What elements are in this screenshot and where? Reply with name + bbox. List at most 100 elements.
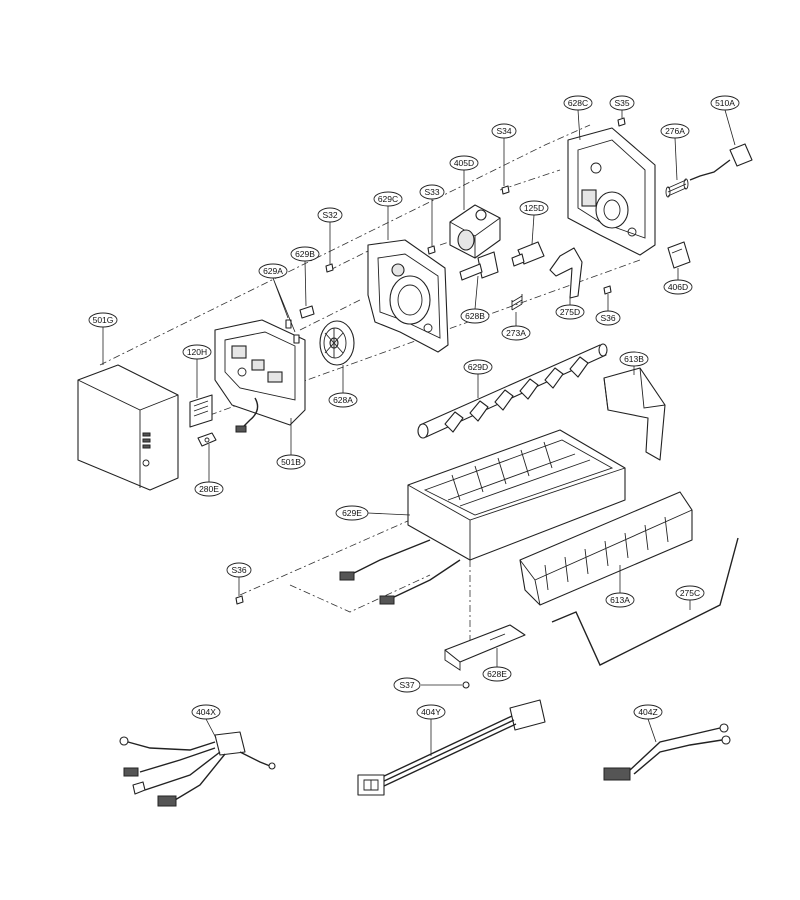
callout-275C: 275C [675,585,705,601]
comb-613A [519,491,693,606]
callouts: 628C S35 510A 276A S34 405D S33 629C 125… [88,95,740,720]
svg-text:628C: 628C [568,98,588,108]
callout-629A: 629A [258,263,288,279]
callout-613B: 613B [619,351,649,367]
svg-text:125D: 125D [524,203,544,213]
svg-text:405D: 405D [454,158,474,168]
callout-501G: 501G [88,312,118,328]
callout-510A: 510A [710,95,740,111]
callout-120H: 120H [182,344,212,360]
callout-405D: 405D [449,155,479,171]
svg-text:613A: 613A [610,595,630,605]
callout-275D: 275D [555,304,585,320]
pins-629A [285,319,300,344]
svg-text:629C: 629C [378,194,398,204]
callout-125D: 125D [519,200,549,216]
svg-text:S32: S32 [322,210,337,220]
callout-613A: 613A [605,592,635,608]
svg-text:273A: 273A [506,328,526,338]
bracket-613B [603,367,666,461]
svg-text:404Z: 404Z [638,707,657,717]
svg-text:275D: 275D [560,307,580,317]
callout-S36-lower: S36 [226,562,252,578]
clip-280E [197,432,217,447]
callout-628A: 628A [328,392,358,408]
callout-629B: 629B [290,246,320,262]
callout-628E: 628E [482,666,512,682]
harness-404X [119,731,276,807]
ice-tray-629E [339,429,626,605]
leader-lines [102,109,736,756]
gear-housing-629C [367,239,449,353]
harness-404Y [357,699,546,796]
callout-628B: 628B [460,308,490,324]
bracket-628E [444,624,526,671]
svg-text:510A: 510A [715,98,735,108]
callout-S37: S37 [393,677,421,693]
control-board-501B [214,319,306,433]
svg-text:501G: 501G [93,315,114,325]
svg-text:S33: S33 [424,187,439,197]
callout-628C: 628C [563,95,593,111]
bushing-629B [299,305,315,319]
gear-628A [319,320,355,366]
svg-text:275C: 275C [680,588,700,598]
callout-629C: 629C [373,191,403,207]
callout-404Z: 404Z [633,704,663,720]
callout-S32: S32 [317,207,343,223]
wire-arm-275C [551,537,739,666]
cover-501G [77,364,179,491]
callout-404X: 404X [191,704,221,720]
svg-text:404X: 404X [196,707,216,717]
svg-text:629D: 629D [468,362,488,372]
svg-text:629E: 629E [342,508,362,518]
svg-text:276A: 276A [665,126,685,136]
box-406D [667,241,691,269]
callout-273A: 273A [501,325,531,341]
svg-text:501B: 501B [281,457,301,467]
svg-text:S34: S34 [496,126,511,136]
screw-S34 [501,185,510,195]
ejector-629D [417,343,608,439]
callout-276A: 276A [660,123,690,139]
harness-404Z [603,723,731,781]
screw-S36-upper [603,285,612,295]
callout-404Y: 404Y [416,704,446,720]
svg-text:404Y: 404Y [421,707,441,717]
svg-text:629B: 629B [295,249,315,259]
callout-S34: S34 [491,123,517,139]
connector-120H [189,394,213,428]
callout-S35: S35 [609,95,635,111]
svg-text:120H: 120H [187,347,207,357]
screw-S33 [427,245,436,255]
screw-S32 [325,263,334,273]
svg-text:628B: 628B [465,311,485,321]
svg-text:613B: 613B [624,354,644,364]
svg-text:S36: S36 [231,565,246,575]
svg-text:280E: 280E [199,484,219,494]
callout-629E: 629E [335,505,369,521]
svg-text:629A: 629A [263,266,283,276]
screw-S35 [617,117,626,127]
screw-S36-lower [235,595,244,605]
motor-405D [449,204,501,259]
screw-S37 [462,681,470,689]
callout-S33: S33 [419,184,445,200]
housing-628C [567,127,656,256]
switch-125D [511,241,545,267]
svg-text:628A: 628A [333,395,353,405]
callout-S36-upper: S36 [595,310,621,326]
spring-273A [511,294,523,311]
callout-629D: 629D [463,359,493,375]
callout-406D: 406D [663,279,693,295]
callout-501B: 501B [276,454,306,470]
svg-text:S35: S35 [614,98,629,108]
callout-280E: 280E [194,481,224,497]
svg-text:S37: S37 [399,680,414,690]
spring-276A [665,178,689,198]
svg-text:S36: S36 [600,313,615,323]
svg-text:628E: 628E [487,669,507,679]
shaft-628B [459,251,499,281]
svg-text:406D: 406D [668,282,688,292]
